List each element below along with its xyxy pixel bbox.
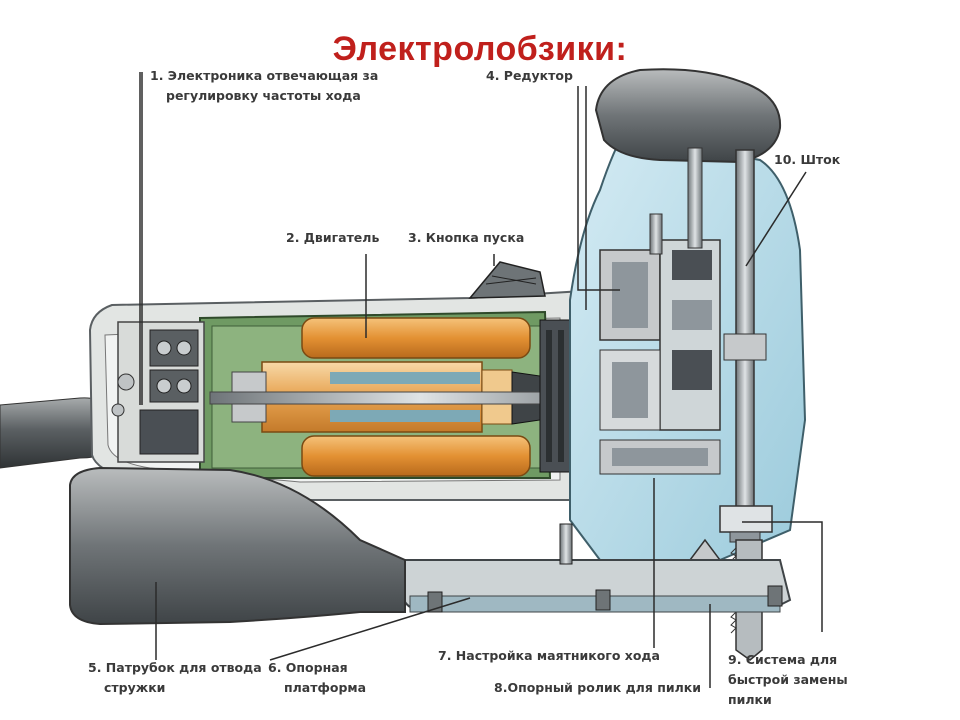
label-base-plate: 6. Опорная платформа <box>268 658 366 698</box>
plunger-collar <box>723 333 767 361</box>
label-quick-change: 9. Система для быстрой замены пилки <box>728 650 848 710</box>
start-button <box>468 261 546 299</box>
label-base-plate-line2: платформа <box>284 680 367 695</box>
label-dust-port-line1: 5. Патрубок для отвода <box>88 660 262 675</box>
base-plate-shoe <box>409 595 781 613</box>
base-screws <box>427 523 783 613</box>
upright-screws <box>649 147 703 255</box>
label-base-plate-line1: 6. Опорная <box>268 660 348 675</box>
label-motor: 2. Двигатель <box>286 230 380 245</box>
electronics-block <box>111 321 205 463</box>
motor-coils <box>301 317 531 477</box>
gear-reducer <box>599 239 721 475</box>
label-reducer: 4. Редуктор <box>486 68 573 83</box>
label-start-button: 3. Кнопка пуска <box>408 230 525 245</box>
quick-change-clamp <box>719 505 773 543</box>
leader-lines <box>139 72 823 688</box>
label-quick-change-line3: пилки <box>728 692 772 707</box>
label-quick-change-line2: быстрой замены <box>728 672 848 687</box>
label-electronics: 1. Электроника отвечающая за регулировку… <box>150 66 378 106</box>
label-electronics-line2: регулировку частоты хода <box>166 88 361 103</box>
label-support-roller: 8.Опорный ролик для пилки <box>494 680 702 695</box>
label-dust-port-line2: стружки <box>104 680 166 695</box>
label-plunger: 10. Шток <box>774 152 841 167</box>
handle-top <box>594 68 782 164</box>
label-quick-change-line1: 9. Система для <box>728 652 838 667</box>
label-pendulum: 7. Настройка маятникого хода <box>438 648 660 663</box>
diagram-title: Электролобзики: <box>332 30 628 68</box>
dust-extraction-port <box>69 466 406 626</box>
cooling-fan <box>539 319 575 473</box>
label-dust-port: 5. Патрубок для отвода стружки <box>88 658 262 698</box>
label-electronics-line1: 1. Электроника отвечающая за <box>150 68 379 83</box>
